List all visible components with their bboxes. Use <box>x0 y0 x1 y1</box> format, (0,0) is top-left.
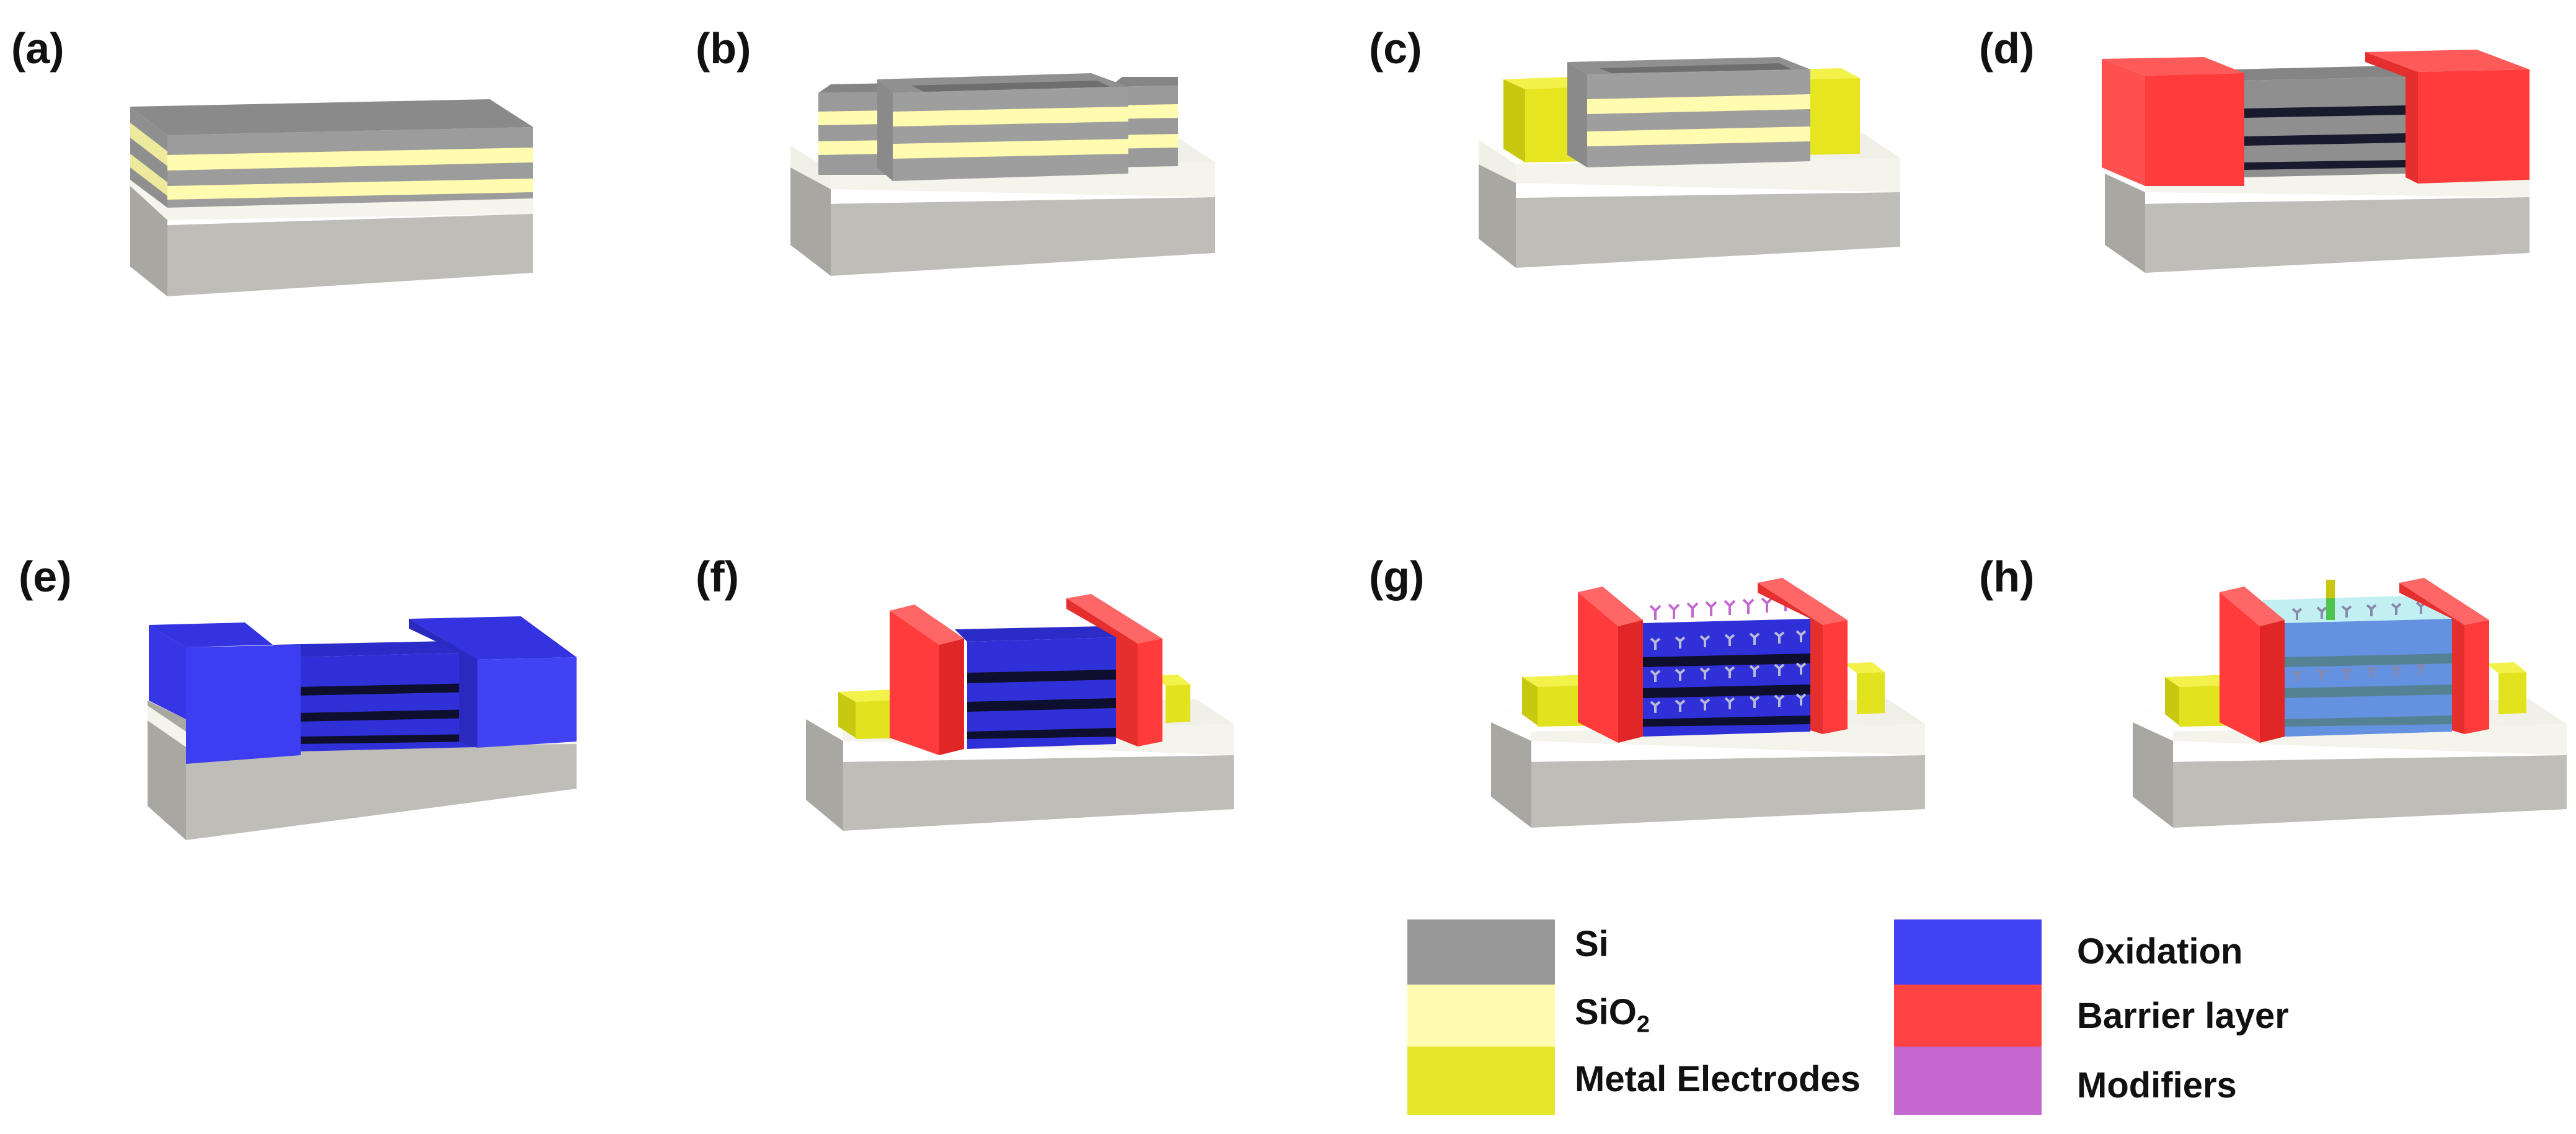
panel-label-d: (d) <box>1979 24 2035 73</box>
panel-label-c: (c) <box>1369 24 1422 73</box>
legend-swatch-barrier <box>1894 985 2042 1047</box>
legend-swatch-si <box>1407 919 1555 985</box>
legend-label-modifiers: Modifiers <box>2077 1065 2237 1105</box>
device-d <box>2102 50 2530 273</box>
device-a <box>130 99 533 296</box>
panel-label-b: (b) <box>696 24 751 73</box>
legend-label-barrier: Barrier layer <box>2077 996 2289 1036</box>
panel-label-g: (g) <box>1369 552 1425 601</box>
panel-label-a: (a) <box>11 24 64 73</box>
panel-label-h: (h) <box>1979 552 2035 601</box>
legend-label-si: Si <box>1575 924 1609 964</box>
device-f <box>806 594 1234 831</box>
device-h <box>2133 578 2567 828</box>
device-e <box>148 616 577 840</box>
device-g <box>1491 578 1925 828</box>
legend-label-sio2: SiO2 <box>1575 992 1650 1038</box>
panel-label-f: (f) <box>696 552 739 601</box>
legend-swatch-sio2 <box>1407 985 1555 1047</box>
device-b <box>790 73 1215 276</box>
panel-label-e: (e) <box>19 552 72 601</box>
modifier-molecules <box>1649 595 1810 713</box>
legend-swatch-modifiers <box>1894 1047 2042 1115</box>
legend-label-metal: Metal Electrodes <box>1575 1059 1861 1099</box>
legend-swatch-oxidation <box>1894 919 2042 985</box>
legend-label-oxidation: Oxidation <box>2077 931 2243 972</box>
legend-swatch-metal <box>1407 1047 1555 1115</box>
device-c <box>1479 57 1900 268</box>
